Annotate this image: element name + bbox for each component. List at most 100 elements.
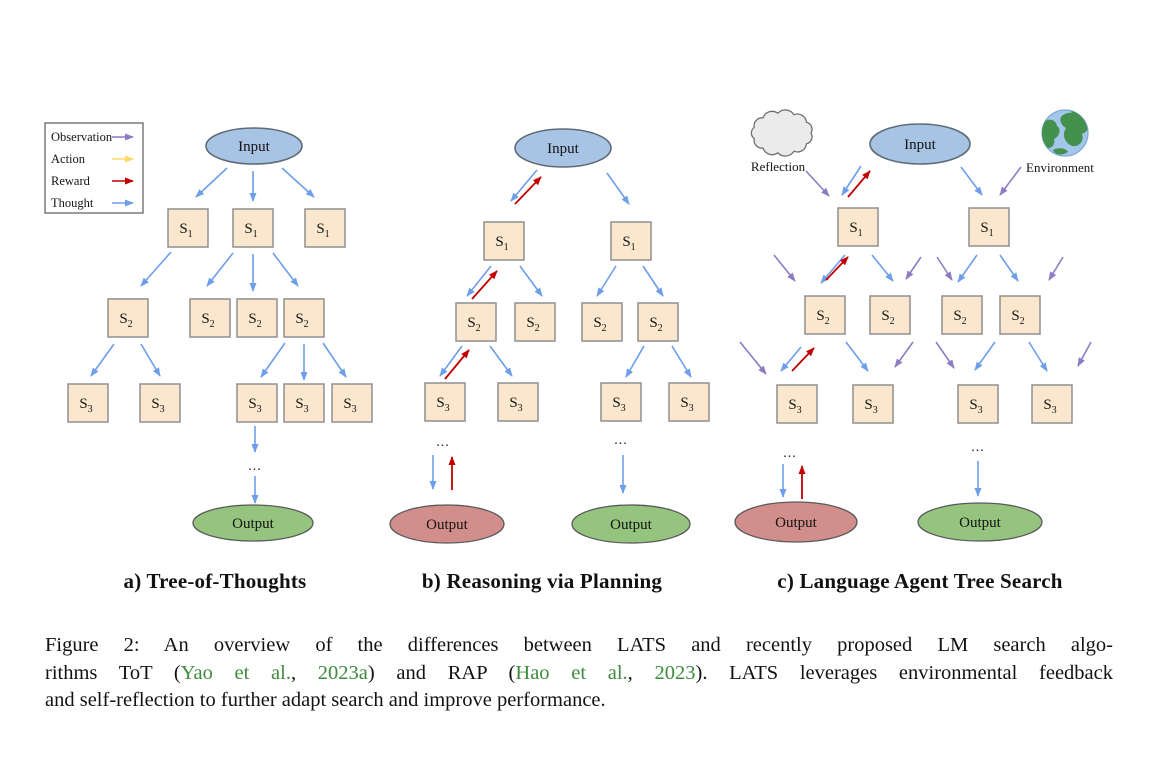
- caption-text: rithms ToT (: [45, 661, 181, 684]
- thought-arrow: [671, 345, 692, 378]
- state-box-s2: [999, 295, 1041, 335]
- input-node: [869, 123, 971, 165]
- observation-arrow: [905, 256, 922, 280]
- output-node-label: Output: [232, 516, 275, 532]
- caption-text: Figure 2: An overview of the differences…: [45, 634, 1113, 656]
- thought-arrow: [439, 345, 463, 377]
- state-box-s1: [968, 207, 1010, 247]
- citation-link[interactable]: 2023: [654, 661, 696, 684]
- thought-arrow: [519, 265, 543, 297]
- observation-arrow: [1077, 341, 1092, 367]
- reward-arrow: [825, 256, 849, 281]
- citation-link[interactable]: Hao et al.: [515, 661, 628, 684]
- caption-text: ,: [627, 661, 655, 684]
- state-box-s3: [852, 384, 894, 424]
- thought-arrow: [260, 342, 286, 378]
- reward-arrow: [444, 349, 470, 380]
- reflection-cloud-icon: [750, 109, 813, 157]
- state-box-s3: [497, 382, 539, 422]
- state-box-s3: [668, 382, 710, 422]
- legend-label-action: Action: [51, 152, 86, 166]
- citation-link[interactable]: Yao et al.: [180, 661, 291, 684]
- reward-arrow: [791, 347, 815, 372]
- dots-ellipsis: ...: [783, 446, 797, 461]
- caption-text: ,: [290, 661, 318, 684]
- input-node: [514, 128, 612, 168]
- panel-label-a: a) Tree-of-Thoughts: [123, 569, 307, 593]
- environment-label: Environment: [1026, 160, 1094, 175]
- thought-arrow: [140, 251, 172, 287]
- thought-arrow: [322, 342, 347, 378]
- thought-arrow: [974, 341, 996, 371]
- dots-ellipsis: ...: [614, 433, 628, 448]
- state-box-s2: [236, 298, 278, 338]
- reward-arrow: [471, 270, 498, 300]
- thought-arrow: [871, 254, 894, 282]
- output-node-success: [917, 502, 1043, 542]
- input-node-label: Input: [238, 139, 270, 155]
- input-node: [205, 127, 303, 165]
- caption-line: rithms ToT (Yao et al., 2023a) and RAP (…: [45, 660, 1113, 688]
- state-box-s2: [283, 298, 325, 338]
- state-box-s1: [837, 207, 879, 247]
- reward-arrow: [847, 170, 871, 198]
- figure-caption: Figure 2: An overview of the differences…: [45, 632, 1113, 715]
- dots-ellipsis: ...: [436, 435, 450, 450]
- legend-label-reward: Reward: [51, 174, 91, 188]
- thought-arrow: [957, 254, 978, 283]
- state-box-s2: [189, 298, 231, 338]
- input-node-label: Input: [547, 141, 579, 157]
- environment-earth-icon: [1041, 109, 1089, 157]
- thought-arrow: [606, 172, 630, 205]
- caption-text: ). LATS leverages environmental feedback: [695, 661, 1114, 684]
- legend-label-thought: Thought: [51, 196, 94, 210]
- dots-ellipsis: ...: [248, 459, 262, 474]
- thought-arrow: [140, 343, 161, 377]
- thought-arrow: [845, 341, 869, 372]
- thought-arrow: [1028, 341, 1048, 372]
- thought-arrow: [999, 254, 1019, 282]
- state-box-s3: [331, 383, 373, 423]
- citation-link[interactable]: 2023a: [317, 661, 368, 684]
- output-node-label: Output: [426, 517, 469, 533]
- output-node-success: [571, 504, 691, 544]
- state-box-s2: [637, 302, 679, 342]
- thought-arrow: [960, 166, 983, 196]
- thought-arrow: [489, 345, 513, 377]
- thought-arrow: [510, 169, 538, 202]
- thought-arrow: [206, 252, 234, 287]
- thought-arrow: [625, 345, 645, 378]
- state-box-s1: [304, 208, 346, 248]
- thought-arrow: [195, 167, 228, 198]
- caption-text: and self-reflection to further adapt sea…: [45, 689, 606, 711]
- thought-arrow: [820, 254, 846, 284]
- input-node-label: Input: [904, 137, 936, 153]
- state-box-s1: [610, 221, 652, 261]
- thought-arrow: [642, 265, 664, 297]
- reflection-label: Reflection: [751, 159, 806, 174]
- observation-arrow: [894, 341, 914, 368]
- panel-label-c: c) Language Agent Tree Search: [777, 569, 1063, 593]
- thought-arrow: [281, 167, 315, 198]
- observation-arrow: [999, 166, 1022, 196]
- state-box-s2: [107, 298, 149, 338]
- state-box-s3: [600, 382, 642, 422]
- thought-arrow: [272, 252, 299, 287]
- state-box-s3: [1031, 384, 1073, 424]
- legend-label-observation: Observation: [51, 130, 113, 144]
- state-box-s3: [776, 384, 818, 424]
- reward-arrow: [514, 176, 542, 205]
- state-box-s2: [804, 295, 846, 335]
- state-box-s3: [236, 383, 278, 423]
- output-node-failure: [734, 501, 858, 543]
- observation-arrow: [1048, 256, 1064, 281]
- state-box-s2: [514, 302, 556, 342]
- state-box-s3: [67, 383, 109, 423]
- state-box-s2: [869, 295, 911, 335]
- output-node-success: [192, 504, 314, 542]
- edges: [90, 165, 1092, 504]
